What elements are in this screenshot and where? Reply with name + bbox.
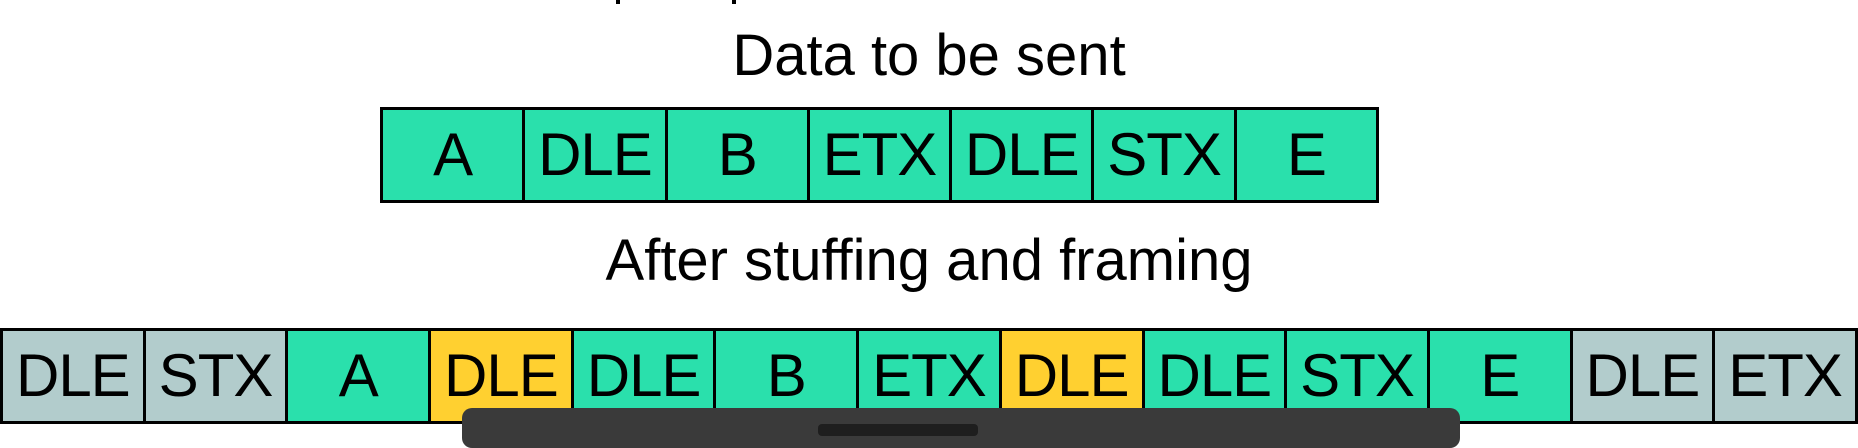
cropped-text-fragment: [580, 0, 780, 4]
data-byte-cell: ETX: [809, 110, 953, 200]
data-byte-cell: DLE: [1144, 331, 1288, 421]
data-byte-cell: E: [1429, 331, 1573, 421]
frame-byte-cell: STX: [145, 331, 289, 421]
stuffed-byte-cell: DLE: [431, 331, 574, 421]
data-to-send-heading: Data to be sent: [732, 23, 1126, 88]
data-byte-cell: DLE: [952, 110, 1095, 200]
data-byte-cell: B: [667, 110, 810, 200]
data-byte-cell: STX: [1094, 110, 1237, 200]
data-byte-cell: A: [383, 110, 526, 200]
frame-byte-cell: ETX: [1715, 331, 1855, 421]
data-byte-cell: B: [716, 331, 860, 421]
frame-byte-cell: DLE: [3, 331, 146, 421]
data-byte-cell: A: [288, 331, 432, 421]
data-byte-cell: E: [1236, 110, 1376, 200]
stuffed-byte-cell: DLE: [1001, 331, 1145, 421]
data-byte-cell: DLE: [525, 110, 668, 200]
data-byte-cell: STX: [1287, 331, 1430, 421]
frame-byte-cell: DLE: [1572, 331, 1716, 421]
control-bar-handle[interactable]: [818, 424, 978, 436]
data-byte-cell: ETX: [859, 331, 1002, 421]
after-stuffing-heading: After stuffing and framing: [605, 228, 1253, 293]
data-byte-cell: DLE: [573, 331, 717, 421]
